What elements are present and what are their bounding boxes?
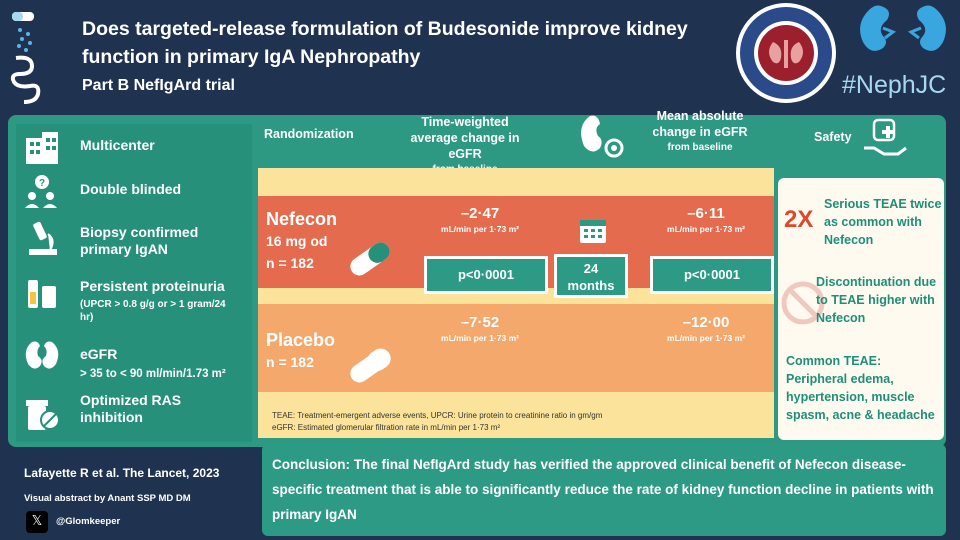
randomization-header: Randomization xyxy=(264,127,354,141)
nefecon-mac-unit: mL/min per 1·73 m² xyxy=(667,224,745,234)
people-question-icon: ? xyxy=(25,175,57,208)
capsule-icon xyxy=(350,242,390,276)
no-sign-icon xyxy=(781,281,825,325)
placebo-capsule-icon xyxy=(350,348,391,383)
feature-biopsy: Biopsy confirmed primary IgAN xyxy=(80,224,199,257)
duration-unit: months xyxy=(567,278,615,293)
nefecon-n: n = 182 xyxy=(266,255,314,271)
placebo-label: Placebo xyxy=(266,330,336,350)
safety-serious: Serious TEAE twice as common with Nefeco… xyxy=(824,197,942,247)
nefecon-twa: –2·47 xyxy=(460,205,500,222)
hospital-icon xyxy=(26,132,58,164)
safety-discontinuation: Discontinuation due to TEAE higher with … xyxy=(816,275,937,325)
safety-multiplier: 2X xyxy=(784,206,814,233)
feature-proteinuria-detail: (UPCR > 0.8 g/g or > 1 gram/24 hr) xyxy=(80,299,226,323)
feature-ras: Optimized RAS inhibition xyxy=(80,392,182,425)
page-title: Does targeted-release formulation of Bud… xyxy=(82,18,688,68)
safety-hand-icon xyxy=(864,118,907,156)
x-logo-icon[interactable]: 𝕏 xyxy=(26,511,48,533)
pill-bottle-icon xyxy=(26,400,60,430)
nefecon-label: Nefecon xyxy=(266,209,338,229)
calendar-icon xyxy=(580,220,606,243)
twitter-handle[interactable]: @Glomkeeper xyxy=(56,516,121,527)
mac-pvalue: p<0·0001 xyxy=(650,256,774,294)
placebo-mac: –12·00 xyxy=(682,314,730,331)
kidney-logo-icon xyxy=(860,5,946,51)
conclusion: Conclusion: The final NefIgArd study has… xyxy=(262,444,946,536)
duration-value: 24 xyxy=(583,261,599,276)
placebo-band xyxy=(258,304,774,392)
nefecon-dose: 16 mg od xyxy=(266,233,328,249)
kidneys-icon xyxy=(25,341,59,369)
citation: Lafayette R et al. The Lancet, 2023 xyxy=(24,466,220,480)
safety-common: Common TEAE: Peripheral edema, hypertens… xyxy=(786,354,935,422)
feature-double-blinded: Double blinded xyxy=(80,181,182,197)
kidney-gear-icon xyxy=(581,115,624,158)
feature-egfr: eGFR xyxy=(80,346,118,362)
hashtag: #NephJC xyxy=(842,71,947,99)
twa-pvalue: p<0·0001 xyxy=(424,256,548,294)
nefecon-twa-unit: mL/min per 1·73 m² xyxy=(441,224,519,234)
footnote-1: TEAE: Treatment-emergent adverse events,… xyxy=(272,411,603,420)
gut-icon xyxy=(10,12,41,104)
page-subtitle: Part B NefIgArd trial xyxy=(82,77,235,94)
placebo-twa-unit: mL/min per 1·73 m² xyxy=(441,333,519,343)
feature-proteinuria: Persistent proteinuria xyxy=(80,278,225,294)
inclusion-criteria: Multicenter ? Double blinded Biopsy conf… xyxy=(16,124,252,442)
nefecon-mac: –6·11 xyxy=(687,205,725,222)
placebo-twa: –7·52 xyxy=(460,314,500,331)
footnote-2: eGFR: Estimated glomerular filtration ra… xyxy=(272,423,501,432)
credit: Visual abstract by Anant SSP MD DM xyxy=(24,493,191,504)
duration-box: 24 months xyxy=(554,254,628,298)
feature-egfr-detail: > 35 to < 90 ml/min/1.73 m² xyxy=(80,368,226,380)
svg-text:?: ? xyxy=(39,178,45,189)
placebo-mac-unit: mL/min per 1·73 m² xyxy=(667,333,745,343)
nephrology-logo xyxy=(736,3,836,103)
placebo-n: n = 182 xyxy=(266,354,314,370)
mac-subheader: from baseline xyxy=(667,142,733,153)
mac-header: Mean absolute change in eGFR xyxy=(652,109,748,139)
safety-header: Safety xyxy=(814,130,852,144)
feature-multicenter: Multicenter xyxy=(80,137,155,153)
urine-test-icon xyxy=(28,280,56,308)
microscope-icon xyxy=(29,221,57,255)
twa-header: Time-weighted average change in eGFR xyxy=(410,115,520,161)
